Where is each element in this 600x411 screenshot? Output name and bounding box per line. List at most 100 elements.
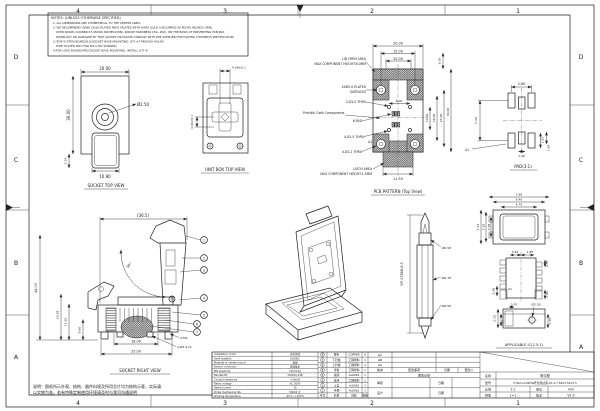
callout-label: 4XØ5.0-PLATED bbox=[342, 84, 367, 89]
model-label: 型号 bbox=[485, 380, 491, 385]
part-number: 1 bbox=[322, 389, 324, 393]
sheet-frame bbox=[5, 4, 595, 408]
dim-label: 2.80 bbox=[518, 82, 526, 86]
part-material: AL6061 bbox=[349, 383, 360, 387]
view-caption: SOCKET TOP VIEW bbox=[87, 183, 124, 188]
balloon-callouts: 1 2 3 4 5 6 7 bbox=[149, 235, 208, 336]
grid-row-label: D bbox=[579, 54, 584, 61]
view-caption: SOCKET RIGHT VIEW bbox=[119, 368, 161, 373]
dim-label: 1.85 bbox=[527, 250, 534, 254]
view-caption: PAD(3:1) bbox=[514, 164, 532, 169]
probe-pin-view: DP-07888-6.3 Ø0.58 Ø0.78 Ø0.58 bbox=[400, 212, 451, 340]
part-name: 手柄 bbox=[334, 389, 340, 393]
spec-value: AC 500V bbox=[290, 382, 301, 386]
spec-value: <50mΩ bbox=[290, 377, 300, 381]
part-qty: 1 bbox=[364, 373, 366, 377]
scale-value: 1:1 bbox=[510, 387, 515, 391]
view-caption: PCB PATTERN (Top View) bbox=[374, 189, 423, 194]
callout-label: 4-M2 bbox=[180, 336, 188, 340]
dim-label: Ø0.78 bbox=[442, 275, 451, 280]
dim-label: 20.00 bbox=[393, 42, 403, 46]
pin1-label: A1 bbox=[368, 140, 372, 144]
revision-record-label: 更改记录 bbox=[418, 372, 430, 377]
pad-detail-view: 2.80 5.30 1.05 1.00 1.40 A1 PAD(3:1) bbox=[465, 82, 551, 171]
dim-label: 18.00 bbox=[131, 340, 141, 344]
revision-header: 版本 bbox=[377, 367, 383, 372]
logo-placeholder-diagonal bbox=[479, 351, 595, 373]
dim-label: 5.54 bbox=[476, 224, 480, 231]
parts-header: 名称 bbox=[334, 394, 340, 398]
spec-value: 50000 次 bbox=[289, 390, 301, 394]
dim-label: 1.00 bbox=[545, 291, 549, 298]
dim-label: 30.00 bbox=[446, 108, 450, 117]
version-value: V2.0 bbox=[567, 393, 574, 397]
dim-label: 11.50 bbox=[393, 177, 403, 181]
part-number: 5 bbox=[322, 368, 324, 372]
dim-label: 4.06±0.1 bbox=[232, 66, 246, 70]
balloon-number: 1 bbox=[203, 238, 205, 242]
pcb-pattern-view: 20.00 15.00 10.00 6.50 8.00 10.00 18.00 … bbox=[303, 42, 453, 196]
dim-label: 0.70 bbox=[511, 303, 518, 307]
audit-label: 审核 bbox=[377, 380, 383, 385]
grid-labels: 4 3 2 1 4 3 2 1 D C B A D C B A bbox=[14, 8, 584, 407]
spec-value: 铍铜镀金 bbox=[290, 365, 301, 369]
parts-header: 数量 bbox=[362, 394, 368, 398]
dim-label: 1.05 bbox=[541, 137, 545, 144]
dim-label: 1.00 bbox=[547, 145, 551, 152]
balloon-number: 2 bbox=[203, 256, 205, 260]
balloon-number: 4 bbox=[203, 296, 205, 300]
grid-row-label: C bbox=[579, 157, 583, 164]
dim-label: 5.20 bbox=[482, 224, 486, 231]
spec-label: PIN elasticity bbox=[214, 369, 231, 373]
part-material: COPPER bbox=[348, 353, 359, 357]
dim-label: Ø0.58 bbox=[442, 303, 451, 308]
dim-label: 0.85 bbox=[545, 260, 549, 267]
parts-header: 材料 bbox=[351, 394, 357, 398]
revision-header: 更改人 bbox=[464, 367, 473, 372]
part-number: 8 bbox=[322, 353, 324, 357]
dim-label: Ø0.58 bbox=[442, 245, 451, 250]
part-material: AL6061 bbox=[349, 373, 360, 377]
part-material: AL6061 bbox=[349, 389, 360, 393]
callout-label: SURFACES bbox=[350, 90, 366, 94]
notes-line: 2. WE RECOMMEND USING GOLD PLATED PADS (… bbox=[53, 26, 213, 30]
callout-label: MAX COMPONENT HEIGHT:1.5MM bbox=[320, 172, 372, 176]
dim-label: 5.54 bbox=[64, 158, 68, 165]
notes-line: WORN OUT OR DAMAGED BY TEST SOCKET,OR PL… bbox=[56, 35, 234, 39]
callout-label: 4-Ø3.2×4 bbox=[177, 344, 192, 349]
dim-label: 25.00 bbox=[131, 350, 141, 354]
unit-label: 单位 bbox=[536, 386, 542, 391]
grid-row-label: C bbox=[14, 157, 18, 164]
angle-label: 94° bbox=[126, 262, 133, 269]
grid-col-label: 1 bbox=[516, 8, 520, 15]
part-qty: 1 bbox=[364, 358, 366, 362]
view-caption: UNIT BOX TOP VIEW bbox=[205, 167, 245, 172]
callout-label: 6-PAD bbox=[353, 119, 363, 123]
callout-label: 2-Ø1.0 THRU bbox=[346, 99, 366, 104]
balloon-number: 5 bbox=[203, 313, 205, 317]
part-number: 6 bbox=[322, 363, 324, 367]
spec-label: Rated current bbox=[214, 386, 231, 390]
dim-label: 1.65 bbox=[501, 320, 505, 327]
product-name: 测试座 bbox=[540, 373, 551, 378]
socket-top-view: 20.00 30.00 5.54 10.80 Ø2.50 SOCKET TOP … bbox=[64, 66, 150, 190]
part-material: 工程塑料 bbox=[348, 368, 359, 372]
dim-label: Ø2.50 bbox=[137, 102, 150, 107]
spec-value: 老化测试 bbox=[290, 352, 301, 356]
dim-label: 6.40 bbox=[516, 198, 523, 202]
audit-date-label: 日期 bbox=[438, 380, 444, 385]
revision-table: ΔC ΔB ΔA 版本 更改事项 日期 更改人 更改记录 审核 日期 设计 日期 bbox=[377, 352, 481, 398]
dim-label: 6.50 bbox=[438, 58, 442, 65]
dim-label: 5.30 bbox=[474, 117, 478, 124]
dim-label: 10.00 bbox=[425, 114, 429, 123]
part-number: 4 bbox=[322, 373, 324, 377]
callout-label: 4-Ø2.2 THRU bbox=[342, 149, 362, 154]
notes-line: 1. ALL DIMENSIONS ARE SYMMETRICAL TO THE… bbox=[53, 21, 141, 25]
view-caption: APPLICABLE IC(2.5:1) bbox=[505, 343, 544, 347]
grid-row-label: D bbox=[14, 54, 19, 61]
notes-line: 3.(FOR SYSTEM BOARD(S1)/SOCKET BASE MOUN… bbox=[53, 39, 164, 43]
part-material: 工程塑料 bbox=[348, 378, 359, 382]
part-qty: 6 bbox=[364, 353, 366, 357]
balloon-number: 7 bbox=[196, 330, 198, 334]
callout-label: MAX COMPONENT HEIGHT:6.0MM bbox=[314, 62, 366, 66]
